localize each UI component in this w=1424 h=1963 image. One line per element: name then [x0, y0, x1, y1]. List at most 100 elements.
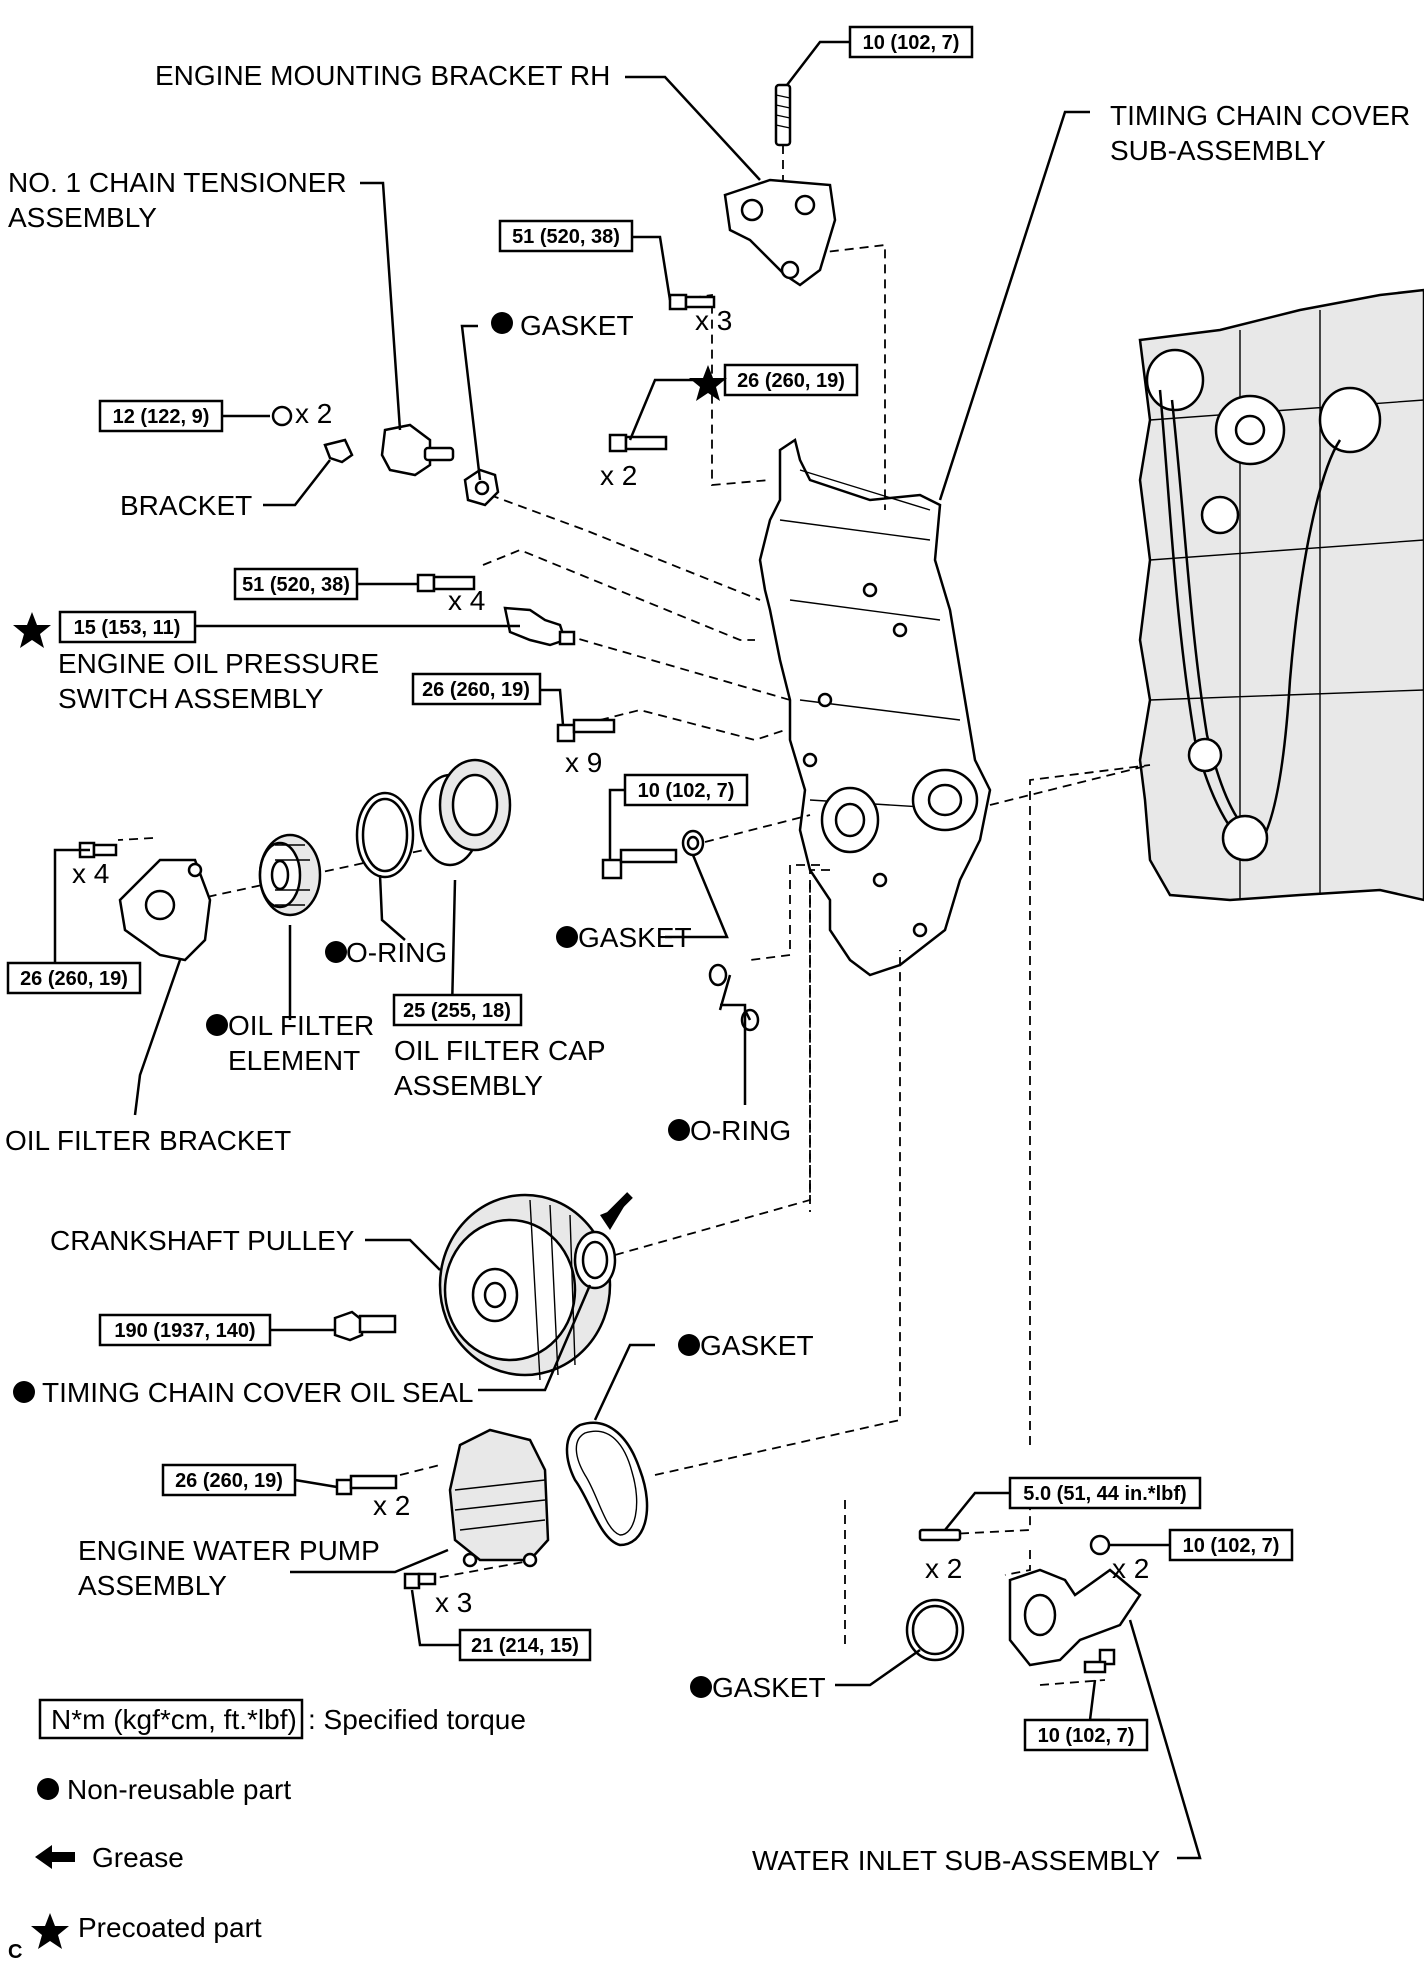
bracket-part: [323, 438, 354, 464]
svg-text:15 (153, 11): 15 (153, 11): [74, 617, 181, 639]
torque-spec-t-precoat: 26 (260, 19): [723, 363, 859, 397]
leader-lines: [53, 75, 1202, 1860]
legend-precoated: Precoated part: [78, 1912, 262, 1943]
non-reusable-dot-icon: [668, 1119, 690, 1141]
count-mount: x 3: [695, 305, 732, 336]
svg-text:10 (102, 7): 10 (102, 7): [638, 780, 735, 802]
precoat-markers: [13, 365, 727, 648]
legend-grease: Grease: [92, 1842, 184, 1873]
torque-spec-t-pump-21: 21 (214, 15): [458, 1628, 592, 1662]
torque-spec-t-cover-10: 10 (102, 7): [623, 773, 749, 807]
water-inlet-part: [1008, 1568, 1142, 1667]
label-crankshaft-pulley: CRANKSHAFT PULLEY: [50, 1225, 355, 1256]
svg-text:21 (214, 15): 21 (214, 15): [471, 1635, 579, 1657]
oil-seal-part: [573, 1230, 617, 1290]
cover-bolt-26: [556, 718, 616, 743]
pump-bolt-26: [335, 1474, 398, 1496]
count-inlet-stud: x 2: [925, 1553, 962, 1584]
engine-block-illustration: [1138, 288, 1424, 902]
label-oil-seal: TIMING CHAIN COVER OIL SEAL: [42, 1377, 473, 1408]
oil-filter-element-part: [258, 833, 322, 917]
grease-arrow-icon: [600, 1192, 633, 1230]
label-bracket: BRACKET: [120, 490, 252, 521]
precoated-bolt: [608, 433, 668, 453]
label-gasket-cover: GASKET: [578, 922, 692, 953]
svg-text:26 (260, 19): 26 (260, 19): [737, 370, 845, 392]
count-filter-bracket: x 4: [72, 858, 109, 889]
label-oil-filter-element-2: ELEMENT: [228, 1045, 360, 1076]
label-oil-pressure-switch-1: ENGINE OIL PRESSURE: [58, 648, 379, 679]
label-water-pump-1: ENGINE WATER PUMP: [78, 1535, 380, 1566]
legend-non-reusable: Non-reusable part: [67, 1774, 291, 1805]
label-oil-filter-bracket: OIL FILTER BRACKET: [5, 1125, 291, 1156]
torque-spec-t-cover-26: 26 (260, 19): [411, 672, 542, 706]
legend-torque-box-label: N*m (kgf*cm, ft.*lbf): [51, 1704, 297, 1735]
svg-text:10 (102, 7): 10 (102, 7): [863, 32, 960, 54]
water-pump-part: [448, 1428, 550, 1568]
crankshaft-pulley-part: [438, 1193, 612, 1381]
water-pump-gasket-part: [565, 1421, 649, 1547]
torque-spec-t-switch: 15 (153, 11): [58, 610, 197, 644]
small-gasket: [681, 829, 705, 857]
svg-text:26 (260, 19): 26 (260, 19): [20, 968, 128, 990]
torque-spec-t-cover-51: 51 (520, 38): [233, 567, 359, 601]
torque-spec-t-filter-cap: 25 (255, 18): [392, 993, 523, 1027]
svg-text:12 (122, 9): 12 (122, 9): [113, 406, 210, 428]
precoat-star-icon: [689, 365, 727, 401]
label-o-ring-cover: O-RING: [690, 1115, 791, 1146]
small-o-rings: [708, 963, 760, 1032]
label-timing-chain-cover-2: SUB-ASSEMBLY: [1110, 135, 1326, 166]
non-reusable-dot-icon: [678, 1334, 700, 1356]
legend-non-reusable-icon: [37, 1778, 59, 1800]
torque-spec-t-pump-26: 26 (260, 19): [161, 1463, 297, 1497]
count-precoat: x 2: [600, 460, 637, 491]
svg-text:26 (260, 19): 26 (260, 19): [422, 679, 530, 701]
torque-spec-t-nut-bracket: 12 (122, 9): [98, 399, 224, 433]
count-cover-51: x 4: [448, 585, 485, 616]
svg-text:25 (255, 18): 25 (255, 18): [403, 1000, 511, 1022]
label-water-inlet: WATER INLET SUB-ASSEMBLY: [752, 1845, 1160, 1876]
non-reusable-dot-icon: [556, 926, 578, 948]
count-pump-21: x 3: [435, 1587, 472, 1618]
oil-filter-bracket-part: [118, 858, 212, 962]
torque-spec-t-inlet-stud: 5.0 (51, 44 in.*lbf): [1008, 1476, 1202, 1510]
pump-bolt-21: [403, 1572, 437, 1590]
svg-text:51 (520, 38): 51 (520, 38): [242, 574, 350, 596]
precoat-star-icon: [13, 612, 51, 648]
mount-bolt: [668, 293, 716, 311]
inlet-gasket-part: [905, 1598, 965, 1662]
filter-o-ring: [355, 791, 415, 879]
legend-torque-box: [38, 1698, 304, 1740]
non-reusable-dot-icon: [13, 1381, 35, 1403]
bracket-nut: [271, 405, 293, 427]
non-reusable-dot-icon: [491, 312, 513, 334]
torque-spec-t-mount: 51 (520, 38): [498, 219, 634, 253]
timing-chain-cover: [758, 437, 992, 977]
label-oil-filter-cap-2: ASSEMBLY: [394, 1070, 543, 1101]
tensioner-gasket: [463, 468, 500, 507]
label-water-pump-2: ASSEMBLY: [78, 1570, 227, 1601]
svg-text:190 (1937, 140): 190 (1937, 140): [114, 1320, 255, 1342]
svg-text:5.0 (51, 44 in.*lbf): 5.0 (51, 44 in.*lbf): [1023, 1483, 1186, 1505]
label-chain-tensioner-1: NO. 1 CHAIN TENSIONER: [8, 167, 347, 198]
svg-text:26 (260, 19): 26 (260, 19): [175, 1470, 283, 1492]
count-pump-26: x 2: [373, 1490, 410, 1521]
inlet-stud: [918, 1528, 962, 1542]
label-engine-mounting-bracket: ENGINE MOUNTING BRACKET RH: [155, 60, 610, 91]
count-inlet-nut: x 2: [1112, 1553, 1149, 1584]
label-chain-tensioner-2: ASSEMBLY: [8, 202, 157, 233]
legend-torque-text: : Specified torque: [308, 1704, 526, 1735]
legend: N*m (kgf*cm, ft.*lbf) : Specified torque…: [31, 1698, 526, 1949]
non-reusable-dot-icon: [206, 1014, 228, 1036]
oil-pressure-switch: [503, 606, 576, 647]
label-gasket-tensioner: GASKET: [520, 310, 634, 341]
label-oil-filter-element-1: OIL FILTER: [228, 1010, 374, 1041]
svg-text:10 (102, 7): 10 (102, 7): [1038, 1725, 1135, 1747]
label-o-ring-filter: O-RING: [346, 937, 447, 968]
label-gasket-pump: GASKET: [700, 1330, 814, 1361]
non-reusable-dot-icon: [325, 941, 347, 963]
chain-tensioner: [380, 423, 455, 477]
non-reusable-markers: [13, 312, 712, 1698]
inlet-bolt: [1083, 1648, 1116, 1674]
